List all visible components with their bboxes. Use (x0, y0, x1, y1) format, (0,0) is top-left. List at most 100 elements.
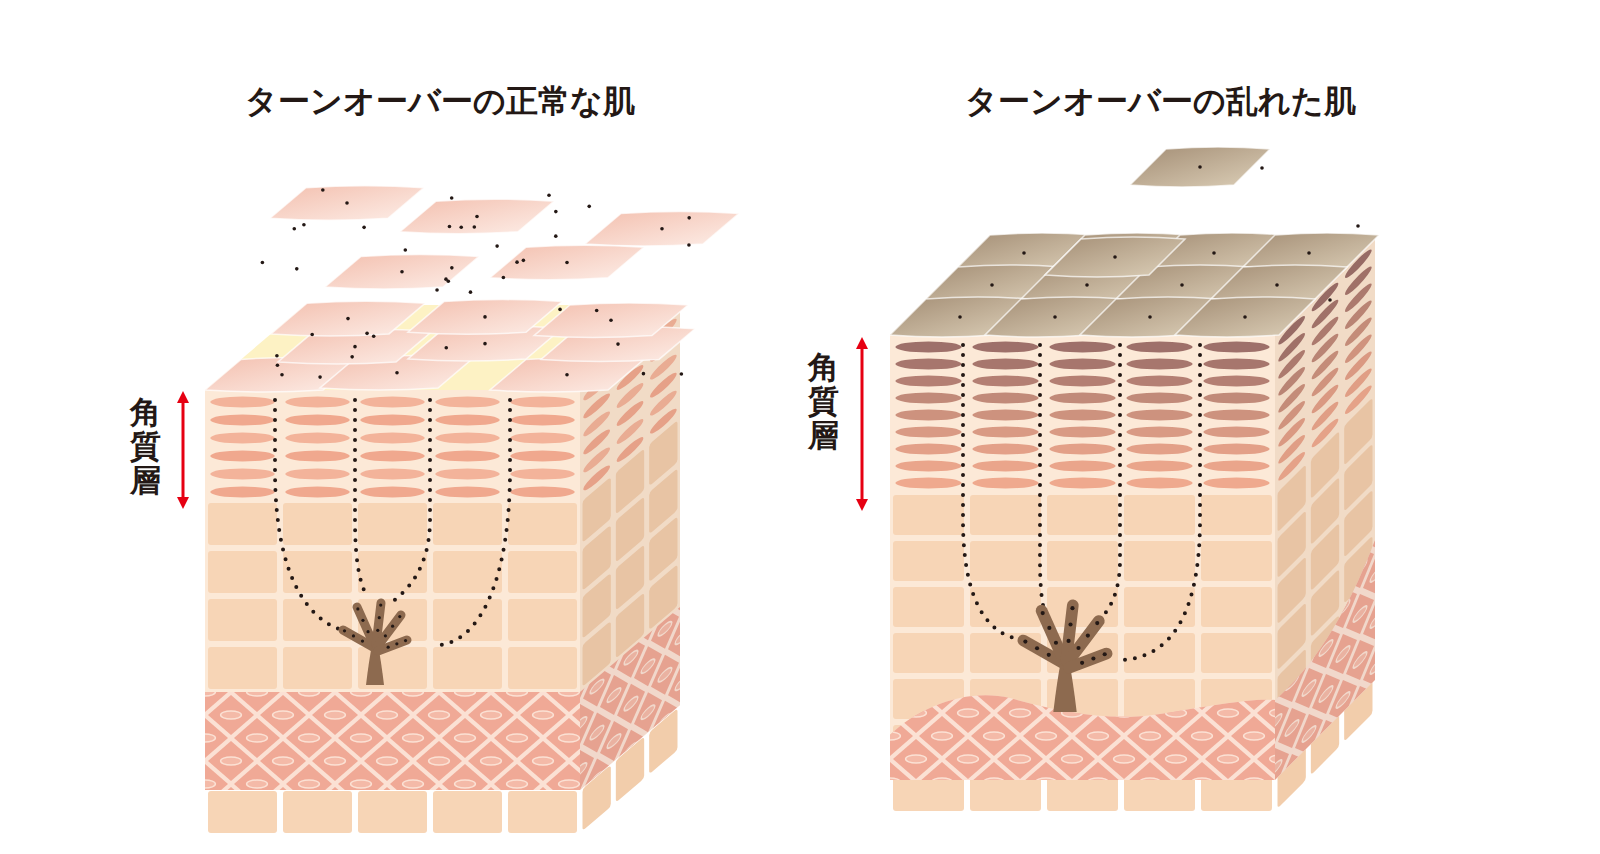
corneum-cell (285, 433, 350, 444)
shed-particle (321, 188, 325, 192)
dermis-cell (1227, 768, 1255, 836)
dermis-cell (520, 787, 566, 827)
corneum-cell (972, 478, 1038, 489)
skin-block (130, 186, 739, 854)
shed-particle (473, 225, 477, 229)
epidermis-cell (508, 599, 577, 641)
dermis-cell (234, 764, 280, 804)
flake-dot (345, 201, 349, 205)
epidermis-cell (358, 551, 427, 593)
dermis-cell (1380, 500, 1408, 568)
epidermis-cell (1201, 587, 1272, 627)
dermis-nucleus (1036, 686, 1057, 694)
shed-particle (469, 290, 473, 294)
shed-particle (372, 334, 376, 338)
dermis-nucleus (169, 803, 190, 811)
dermis-cell (1101, 785, 1147, 825)
dermis-cell (1227, 676, 1255, 744)
flake-dot (1085, 283, 1089, 287)
shed-particle (459, 225, 463, 229)
dermis-cell (286, 764, 332, 804)
shed-particle (292, 227, 296, 231)
dermis-cell (1179, 670, 1225, 710)
dermis-nucleus (299, 780, 320, 788)
dermis-cell (841, 785, 887, 825)
dermis-cell (312, 787, 358, 827)
melanin-granule (1047, 653, 1051, 657)
corneum-cell (285, 415, 350, 426)
corneum-cell (1126, 342, 1192, 353)
dermis-nucleus (559, 826, 580, 834)
dermis-cell (364, 787, 410, 827)
corneum-cell (1049, 478, 1115, 489)
shed-particle (295, 267, 299, 271)
dermis-nucleus (481, 711, 502, 719)
dermis-nucleus (1268, 803, 1282, 825)
shed-particle (680, 372, 684, 376)
epidermis-cell (433, 503, 502, 545)
corneum-flake (408, 300, 562, 335)
dermis-cell (1075, 762, 1121, 802)
corneum-flake (534, 303, 688, 338)
dermis-nucleus (1062, 755, 1083, 763)
melanin-granule (1068, 622, 1072, 626)
epidermis-cell (893, 587, 964, 627)
corneum-cell (285, 397, 350, 408)
shed-particle (403, 248, 407, 252)
dermis-nucleus (1387, 523, 1401, 545)
panel-heading: ターンオーバーの乱れた肌 (965, 82, 1356, 120)
corneum-cell (210, 415, 275, 426)
shed-particle (302, 223, 306, 227)
dermis-nucleus (1387, 569, 1401, 591)
corneum-cell (210, 433, 275, 444)
dermis-nucleus (611, 826, 632, 834)
dermis-nucleus (984, 732, 1005, 740)
dermis-cell (390, 810, 436, 850)
epidermis-cell (1201, 633, 1272, 673)
dermis-cell (841, 739, 887, 779)
dermis-cell (532, 813, 560, 854)
corneum-flake (490, 245, 644, 280)
shed-particle (515, 260, 519, 264)
epidermis-cell (508, 551, 577, 593)
flake-dot (1275, 283, 1279, 287)
dermis-cell (494, 764, 540, 804)
flake-dot (395, 371, 399, 375)
melanin-granule (1066, 639, 1070, 643)
shed-particle (554, 210, 558, 214)
epidermis-cell (433, 647, 502, 689)
flake-dot (1022, 251, 1026, 255)
dermis-nucleus (507, 780, 528, 788)
dermis-nucleus (692, 544, 706, 564)
dermis-cell (338, 764, 384, 804)
dermis-cell (549, 684, 577, 748)
corneum-cell (210, 451, 275, 462)
dermis-cell (416, 787, 462, 827)
dermis-nucleus (403, 826, 424, 834)
corneum-cell (360, 469, 425, 480)
shed-particle (450, 266, 454, 270)
dermis-cell (685, 522, 713, 586)
corneum-cell (285, 469, 350, 480)
epidermis-cell (1124, 679, 1195, 719)
corneum-flake (1045, 237, 1185, 277)
dermis-nucleus (1244, 778, 1265, 786)
dermis-cell (532, 721, 560, 785)
dermis-nucleus (1088, 686, 1109, 694)
corneum-cell (210, 397, 275, 408)
corneum-cell (1203, 410, 1269, 421)
melanin-granule (1103, 652, 1107, 656)
dermis-cell (182, 810, 228, 850)
epidermis-cell (893, 495, 964, 535)
dermis-nucleus (299, 688, 320, 696)
epidermis-face (205, 390, 580, 790)
dermis-nucleus (880, 778, 901, 786)
dermis-nucleus (221, 757, 242, 765)
dermis-nucleus (429, 803, 450, 811)
dermis-nucleus (692, 636, 706, 656)
shed-particle (587, 205, 591, 209)
dermis-cell (1127, 670, 1173, 710)
dermis-cell (130, 764, 176, 804)
melanocyte (1023, 605, 1107, 712)
dermis-cell (1244, 636, 1272, 704)
